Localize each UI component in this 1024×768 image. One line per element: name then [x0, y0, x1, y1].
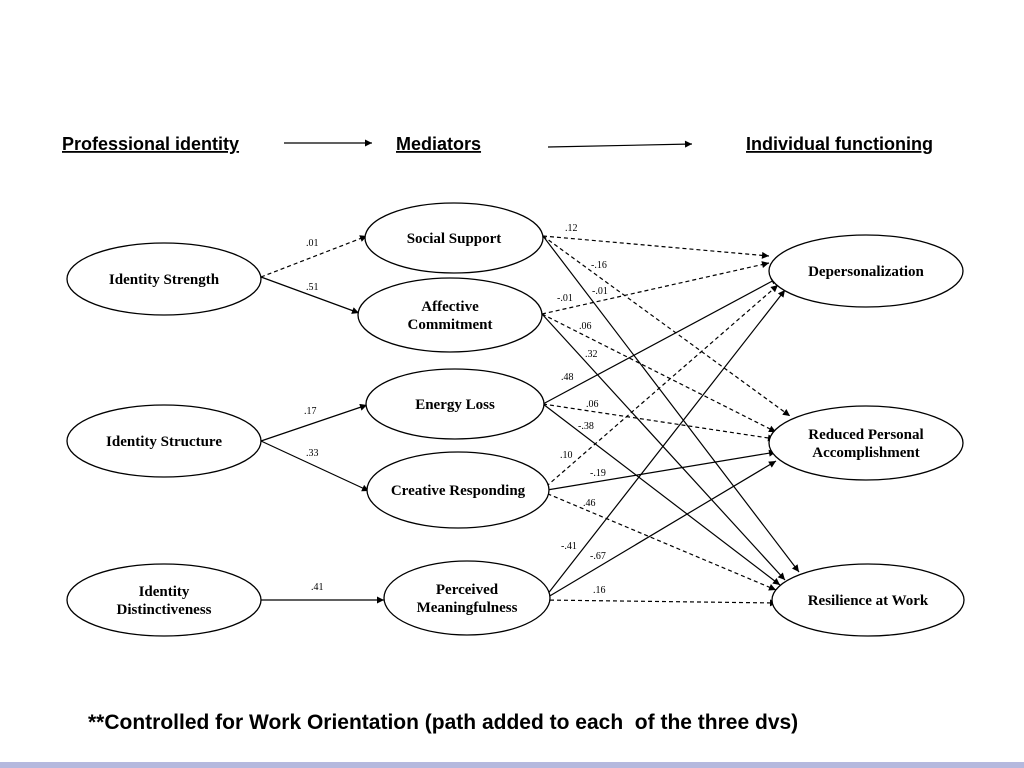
node-identity-structure-ellipse [66, 404, 262, 478]
node-depersonalization-label: Depersonalization [808, 264, 924, 280]
node-energy-loss: Energy Loss [365, 368, 545, 440]
coefficient-social-support-to-reduced-accomplishment: -.16 [591, 260, 607, 271]
node-identity-distinctiveness-label: Distinctiveness [117, 602, 212, 618]
node-social-support: Social Support [364, 202, 544, 274]
coefficient-identity-structure-to-creative-responding: .33 [306, 448, 319, 459]
path-affective-commitment-to-depersonalization [541, 261, 770, 315]
path-creative-responding-to-reduced-accomplishment [540, 449, 777, 492]
coefficient-identity-distinctiveness-to-perceived-meaningfulness: .41 [311, 582, 324, 593]
node-creative-responding-ellipse [366, 451, 550, 529]
node-identity-distinctiveness-label: Identity [139, 584, 190, 600]
node-depersonalization-ellipse [768, 234, 964, 308]
path-affective-commitment-to-reduced-accomplishment [541, 313, 777, 433]
node-perceived-meaningfulness-label: Perceived [436, 582, 499, 598]
node-creative-responding: Creative Responding [366, 451, 550, 529]
coefficient-social-support-to-depersonalization: .12 [565, 223, 578, 234]
coefficient-perceived-meaningfulness-to-depersonalization: -.41 [561, 541, 577, 552]
path-creative-responding-to-depersonalization [540, 284, 779, 492]
header-professional-identity: Professional identity [62, 134, 239, 154]
node-energy-loss-label: Energy Loss [415, 397, 495, 413]
coefficient-creative-responding-to-resilience: .46 [583, 498, 596, 509]
header-arrow-2 [547, 140, 693, 148]
coefficient-identity-strength-to-affective-commitment: .51 [306, 282, 319, 293]
node-depersonalization: Depersonalization [768, 234, 964, 308]
node-perceived-meaningfulness-ellipse [383, 560, 551, 636]
node-identity-strength-ellipse [66, 242, 262, 316]
node-reduced-accomplishment-label: Accomplishment [812, 445, 920, 461]
header-mediators: Mediators [396, 134, 481, 154]
path-perceived-meaningfulness-to-depersonalization [542, 289, 786, 601]
node-reduced-accomplishment-label: Reduced Personal [808, 427, 923, 443]
path-identity-strength-to-social-support [260, 235, 368, 278]
path-perceived-meaningfulness-to-resilience [542, 599, 778, 607]
footnote: **Controlled for Work Orientation (path … [88, 711, 798, 734]
node-resilience-label: Resilience at Work [808, 593, 929, 609]
path-coefficients: .01 .51 .17 .33 .41 .12 -.16 -.01 -.01 .06 .32 .48.… [304, 223, 608, 596]
node-identity-distinctiveness-ellipse [66, 563, 262, 637]
path-affective-commitment-to-resilience [541, 313, 786, 581]
coefficient-creative-responding-to-depersonalization: .10 [560, 450, 573, 461]
coefficient-affective-commitment-to-depersonalization: -.01 [557, 293, 573, 304]
coefficient-affective-commitment-to-resilience: .32 [585, 349, 598, 360]
path-perceived-meaningfulness-to-reduced-accomplishment [542, 460, 777, 601]
path-identity-strength-to-affective-commitment [260, 276, 360, 314]
path-identity-structure-to-creative-responding [260, 440, 370, 492]
path-social-support-to-reduced-accomplishment [542, 235, 791, 417]
node-identity-strength-label: Identity Strength [109, 272, 220, 288]
coefficient-creative-responding-to-reduced-accomplishment: -.19 [590, 468, 606, 479]
coefficient-perceived-meaningfulness-to-reduced-accomplishment: -.67 [590, 551, 606, 562]
header-individual-functioning: Individual functioning [746, 134, 933, 154]
coefficient-energy-loss-to-depersonalization: .48 [561, 372, 574, 383]
node-identity-strength: Identity Strength [66, 242, 262, 316]
node-resilience-ellipse [771, 563, 965, 637]
node-social-support-label: Social Support [407, 231, 502, 247]
coefficient-energy-loss-to-resilience: -.38 [578, 421, 594, 432]
path-social-support-to-resilience [542, 235, 800, 573]
coefficient-affective-commitment-to-reduced-accomplishment: .06 [579, 321, 592, 332]
slide-bottom-bar [0, 762, 1024, 768]
coefficient-identity-strength-to-social-support: .01 [306, 238, 319, 249]
node-identity-structure-label: Identity Structure [106, 434, 222, 450]
coefficient-energy-loss-to-reduced-accomplishment: .06 [586, 399, 599, 410]
coefficient-identity-structure-to-energy-loss: .17 [304, 406, 317, 417]
node-affective-commitment-label: Commitment [408, 317, 493, 333]
path-identity-structure-to-energy-loss [260, 403, 368, 442]
coefficient-perceived-meaningfulness-to-resilience: .16 [593, 585, 606, 596]
node-perceived-meaningfulness-label: Meaningfulness [417, 600, 518, 616]
path-energy-loss-to-depersonalization [542, 277, 779, 405]
node-reduced-accomplishment-ellipse [768, 405, 964, 481]
node-identity-structure: Identity Structure [66, 404, 262, 478]
node-affective-commitment-label: Affective [421, 299, 479, 315]
path-arrows [260, 235, 800, 607]
node-social-support-ellipse [364, 202, 544, 274]
node-creative-responding-label: Creative Responding [391, 483, 526, 499]
coefficient-social-support-to-resilience: -.01 [592, 286, 608, 297]
node-resilience: Resilience at Work [771, 563, 965, 637]
path-creative-responding-to-resilience [540, 490, 777, 591]
node-energy-loss-ellipse [365, 368, 545, 440]
path-energy-loss-to-resilience [542, 403, 781, 586]
node-affective-commitment-ellipse [357, 277, 543, 353]
path-social-support-to-depersonalization [542, 235, 770, 259]
